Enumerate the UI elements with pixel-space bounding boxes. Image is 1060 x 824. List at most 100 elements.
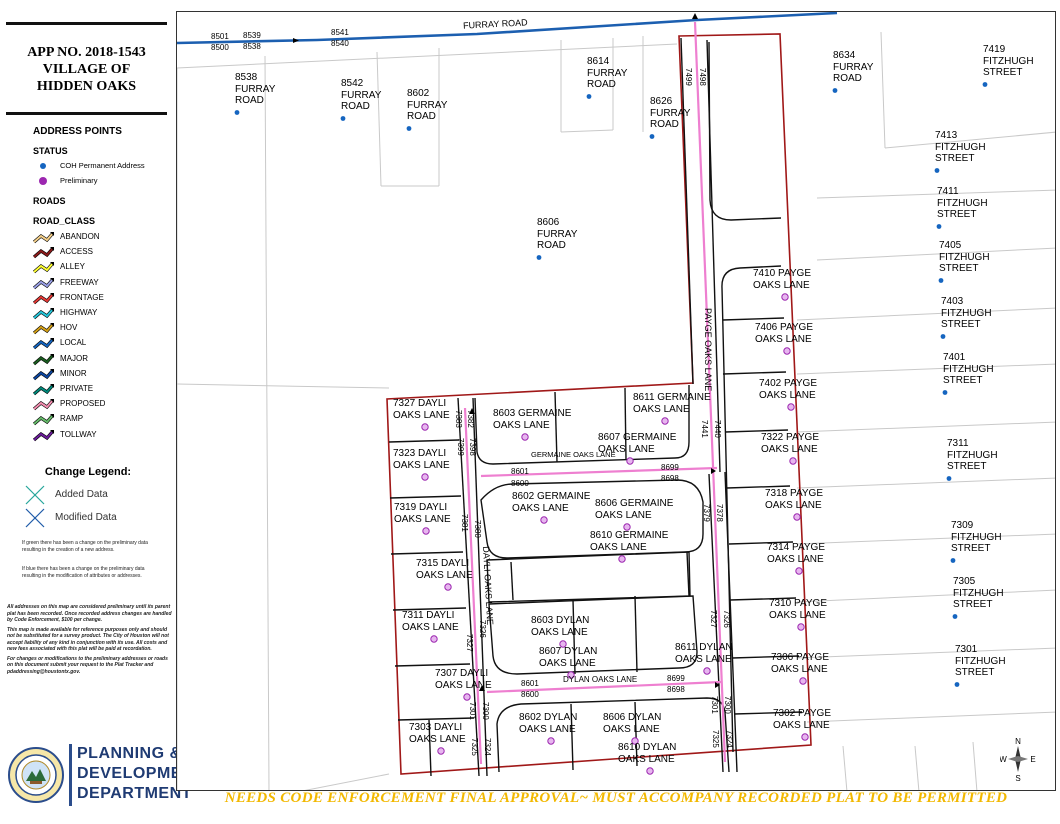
preliminary-address-point[interactable] — [781, 293, 789, 301]
range-number: 7326 — [478, 620, 487, 638]
germaine-oaks-lane-line[interactable] — [480, 466, 718, 478]
preliminary-address-point[interactable] — [421, 423, 429, 431]
germaine-arrow-icon — [711, 468, 716, 474]
road-class-label: MAJOR — [60, 353, 88, 363]
preliminary-address-point[interactable] — [618, 555, 626, 563]
preliminary-address-point[interactable] — [521, 433, 529, 441]
road-swatch-icon — [33, 338, 55, 350]
range-number: 7440 — [713, 420, 722, 438]
preliminary-address-point[interactable] — [631, 737, 639, 745]
germaine-oaks-lane-label: GERMAINE OAKS LANE — [531, 450, 616, 459]
preliminary-address-point[interactable] — [783, 347, 791, 355]
road-class-label: ABANDON — [60, 232, 100, 241]
preliminary-address-point[interactable] — [801, 733, 809, 741]
legend-panel: APP NO. 2018-1543 VILLAGE OF HIDDEN OAKS… — [0, 0, 204, 824]
payge-oaks-lane-line[interactable] — [693, 21, 727, 763]
road-swatch-icon — [33, 323, 55, 335]
road-swatch-icon — [33, 383, 55, 396]
payge-north-arrow-icon — [692, 13, 698, 19]
preliminary-address-point[interactable] — [626, 457, 634, 465]
preliminary-address-point[interactable] — [661, 417, 669, 425]
existing-address-point[interactable] — [954, 682, 960, 687]
existing-address-point[interactable] — [940, 334, 946, 339]
preliminary-address-point[interactable] — [646, 767, 654, 775]
preliminary-address-point[interactable] — [793, 513, 801, 521]
range-number: 7301 — [710, 696, 719, 714]
preliminary-address-point[interactable] — [422, 527, 430, 535]
city-seal-icon — [8, 747, 64, 803]
department-line2: DEVELOPMENT — [77, 765, 205, 782]
app-title-line1: APP NO. 2018-1543 — [27, 45, 146, 60]
preliminary-address-point[interactable] — [703, 667, 711, 675]
department-line3: DEPARTMENT — [77, 785, 192, 802]
road-swatch-icon — [33, 353, 55, 365]
preliminary-address-point[interactable] — [540, 516, 548, 524]
preliminary-address-point[interactable] — [789, 457, 797, 465]
compass-n: N — [1015, 737, 1021, 746]
existing-address-point[interactable] — [950, 558, 956, 563]
existing-address-point[interactable] — [946, 476, 952, 481]
existing-address-point[interactable] — [406, 126, 412, 131]
department-name: PLANNING & DEVELOPMENT DEPARTMENT — [77, 744, 204, 804]
road-class-label: FRONTAGE — [60, 292, 104, 302]
preliminary-address-point[interactable] — [463, 693, 471, 701]
preliminary-address-point[interactable] — [547, 737, 555, 745]
preliminary-address-point[interactable] — [559, 640, 567, 648]
furray-road-line[interactable] — [177, 12, 838, 45]
range-number: 8600 — [511, 479, 529, 488]
existing-address-point[interactable] — [649, 134, 655, 139]
preliminary-address-point[interactable] — [437, 747, 445, 755]
preliminary-address-point[interactable] — [799, 677, 807, 685]
existing-address-point[interactable] — [586, 94, 592, 99]
range-number: 8500 — [211, 43, 229, 52]
legend-road-class-heading: ROAD_CLASS — [33, 216, 96, 226]
parcel-map[interactable] — [177, 12, 1056, 791]
dylan-oaks-lane-line[interactable] — [486, 680, 722, 694]
existing-address-point[interactable] — [942, 390, 948, 395]
disclaimer-reference: This map is made available for reference… — [7, 626, 169, 653]
road-class-alley: ALLEY — [33, 261, 173, 274]
preliminary-address-point[interactable] — [795, 567, 803, 575]
existing-address-point[interactable] — [938, 278, 944, 283]
preliminary-address-point[interactable] — [430, 635, 438, 643]
preliminary-address-point[interactable] — [421, 473, 429, 481]
existing-address-point[interactable] — [952, 614, 958, 619]
map-frame[interactable]: FURRAY ROAD PAYGE OAKS LANE DAYLI OAKS L… — [176, 11, 1056, 791]
preliminary-address-dot-icon — [40, 178, 46, 184]
preliminary-address-point[interactable] — [623, 523, 631, 531]
range-number: 7441 — [700, 420, 709, 438]
preliminary-address-point[interactable] — [444, 583, 452, 591]
road-class-label: PRIVATE — [60, 384, 94, 393]
existing-address-point[interactable] — [934, 168, 940, 173]
existing-address-point[interactable] — [234, 110, 240, 115]
furray-direction-arrow-icon — [293, 38, 299, 43]
preliminary-address-point[interactable] — [567, 671, 575, 679]
existing-address-point[interactable] — [536, 255, 542, 260]
existing-address-point[interactable] — [982, 82, 988, 87]
existing-address-point[interactable] — [936, 224, 942, 229]
proposed-roads — [463, 21, 727, 765]
road-class-ramp: RAMP — [33, 413, 173, 426]
road-class-major: MAJOR — [33, 353, 173, 366]
preliminary-address-point[interactable] — [797, 623, 805, 631]
change-legend-label: Modified Data — [55, 512, 117, 523]
north-arrow-compass-icon: N S W E — [1000, 737, 1036, 782]
existing-address-point[interactable] — [340, 116, 346, 121]
parcel-lines — [177, 31, 1055, 790]
road-swatch-icon — [33, 277, 55, 289]
preliminary-address-point[interactable] — [787, 403, 795, 411]
road-class-local: LOCAL — [33, 337, 173, 350]
dayli-oaks-lane-line[interactable] — [463, 407, 483, 765]
existing-address-point[interactable] — [832, 88, 838, 93]
